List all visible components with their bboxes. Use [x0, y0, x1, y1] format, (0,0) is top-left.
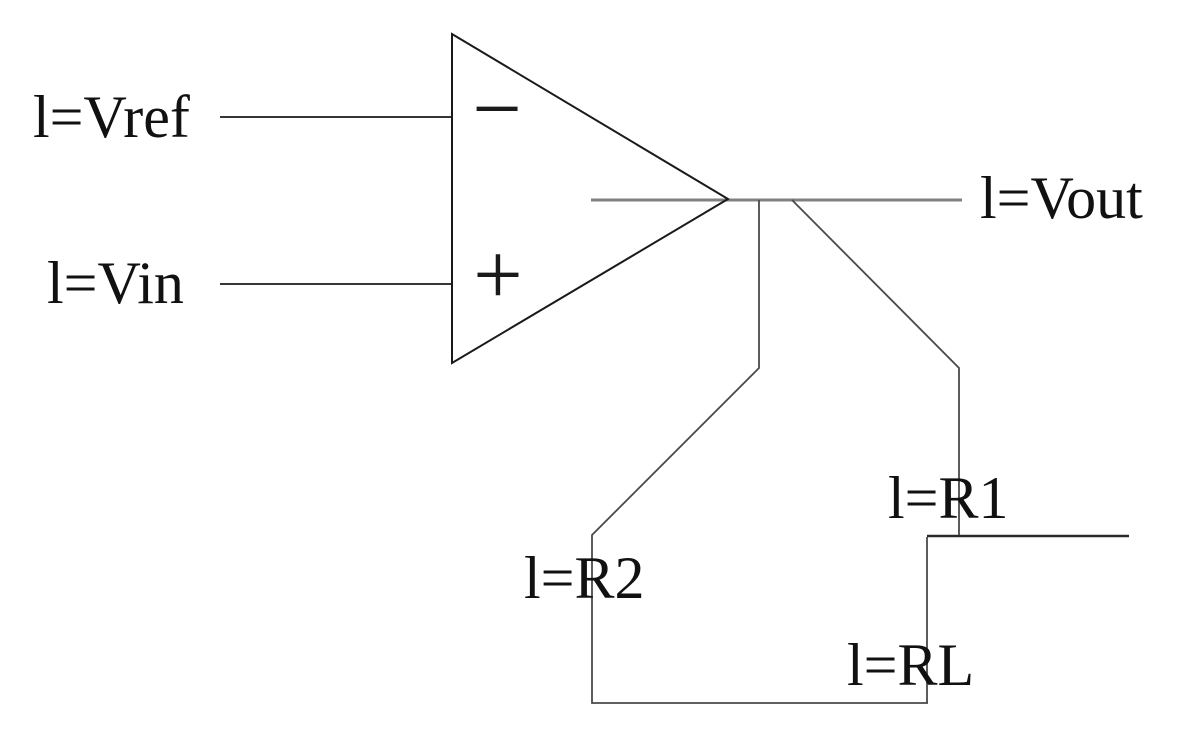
r1-wire [791, 199, 960, 537]
opamp-triangle [451, 32, 730, 365]
plus-icon: + [473, 227, 523, 324]
r2-feedback-wire [591, 200, 928, 704]
r1-label: l=R1 [888, 465, 1009, 531]
vout-label: l=Vout [980, 165, 1143, 231]
vin-label: l=Vin [47, 250, 184, 316]
vref-label: l=Vref [33, 84, 190, 150]
rl-label: l=RL [847, 632, 975, 698]
minus-icon: − [472, 61, 522, 158]
r2-label: l=R2 [524, 545, 645, 611]
